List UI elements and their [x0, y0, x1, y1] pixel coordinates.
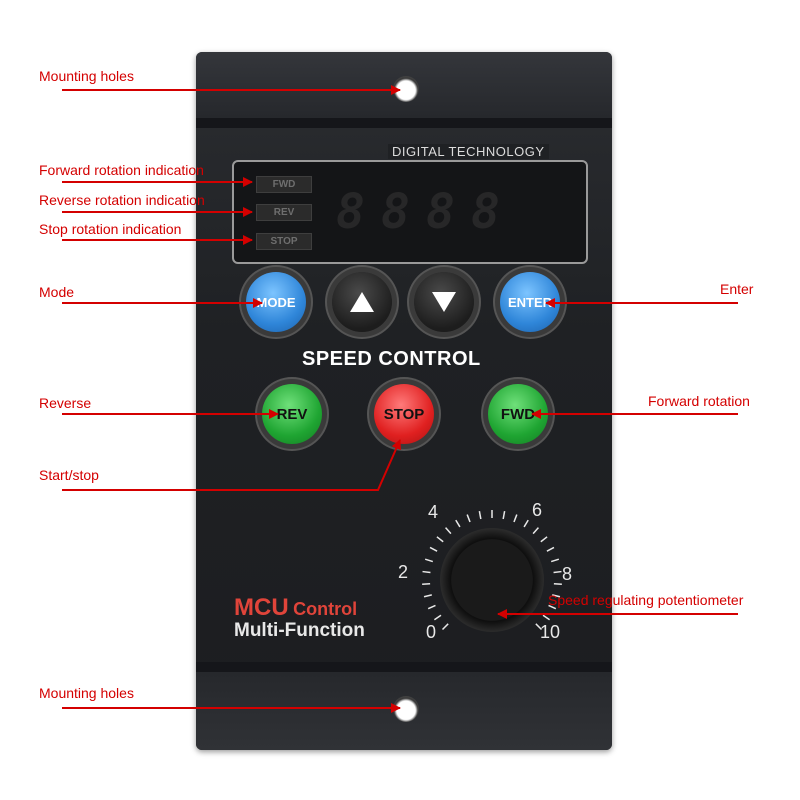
- dial-tick: [553, 570, 562, 574]
- stop-button-label: STOP: [383, 405, 425, 423]
- triangle-up-icon: [350, 292, 374, 312]
- dial-tick: [478, 511, 482, 520]
- dial-tick: [532, 527, 539, 535]
- label-forward-rotation: Forward rotation: [648, 393, 750, 409]
- dial-tick: [550, 558, 560, 563]
- enter-button-label: ENTER: [507, 294, 553, 310]
- dial-tick: [548, 604, 557, 610]
- down-button[interactable]: [414, 272, 474, 332]
- dial-tick: [436, 536, 444, 543]
- mode-button-label: MODE: [256, 294, 296, 310]
- label-enter: Enter: [720, 281, 754, 297]
- dial-tick: [542, 614, 551, 621]
- triangle-down-icon: [432, 292, 456, 312]
- dial-tick: [523, 519, 529, 528]
- dial-tick: [502, 511, 506, 520]
- dial-tick: [546, 546, 555, 552]
- brand-multi-function: Multi-Function: [234, 620, 365, 641]
- label-forward-indication: Forward rotation indication: [39, 162, 204, 178]
- stop-indicator: STOP: [256, 233, 312, 250]
- display-digit: 8: [381, 184, 410, 240]
- dial-number-2: 2: [398, 562, 409, 582]
- screen-title: DIGITAL TECHNOLOGY: [388, 144, 549, 159]
- brand-mcu-control: MCU Control: [234, 594, 357, 622]
- display-digit: 8: [336, 184, 365, 240]
- brand-control: Control: [293, 599, 358, 619]
- dial-tick: [535, 623, 543, 631]
- dial-tick: [540, 536, 548, 543]
- brand-mcu: MCU: [234, 594, 289, 621]
- dial-number-6: 6: [532, 500, 543, 520]
- dial-tick: [445, 527, 452, 535]
- rev-button-label: REV: [276, 405, 308, 423]
- bottom-ridge: [196, 662, 612, 672]
- dial-tick: [429, 546, 438, 552]
- label-mode: Mode: [39, 284, 75, 300]
- dial-tick: [422, 570, 431, 574]
- speed-control-label: SPEED CONTROL: [302, 348, 481, 370]
- dial-tick: [427, 604, 436, 610]
- up-button[interactable]: [332, 272, 392, 332]
- label-reverse-indication: Reverse rotation indication: [39, 192, 205, 208]
- dial-tick: [455, 519, 461, 528]
- dial-number-4: 4: [428, 502, 439, 522]
- rev-indicator: REV: [256, 204, 312, 221]
- dial-tick: [552, 594, 561, 598]
- dial-tick: [441, 623, 449, 631]
- label-stop-indication: Stop rotation indication: [39, 221, 182, 237]
- label-mounting-top: Mounting holes: [39, 68, 134, 84]
- dial-tick: [433, 614, 442, 621]
- label-potentiometer: Speed regulating potentiometer: [548, 592, 744, 608]
- stop-button[interactable]: STOP: [374, 384, 434, 444]
- display-digit: 8: [426, 184, 455, 240]
- fwd-button[interactable]: FWD: [488, 384, 548, 444]
- label-mounting-bottom: Mounting holes: [39, 685, 134, 701]
- dial-tick: [466, 514, 471, 523]
- dial-tick: [424, 558, 434, 563]
- dial-tick: [423, 594, 432, 598]
- top-ridge: [196, 118, 612, 128]
- label-reverse: Reverse: [39, 395, 92, 411]
- arrow-start-stop: [62, 439, 401, 491]
- fwd-button-label: FWD: [500, 405, 536, 423]
- dial-tick: [513, 514, 518, 523]
- dial-number-10: 10: [540, 622, 561, 642]
- dial-number-0: 0: [426, 622, 437, 642]
- fwd-indicator: FWD: [256, 176, 312, 193]
- dial-number-8: 8: [562, 564, 573, 584]
- display-digit: 8: [471, 184, 500, 240]
- label-start-stop: Start/stop: [39, 467, 99, 483]
